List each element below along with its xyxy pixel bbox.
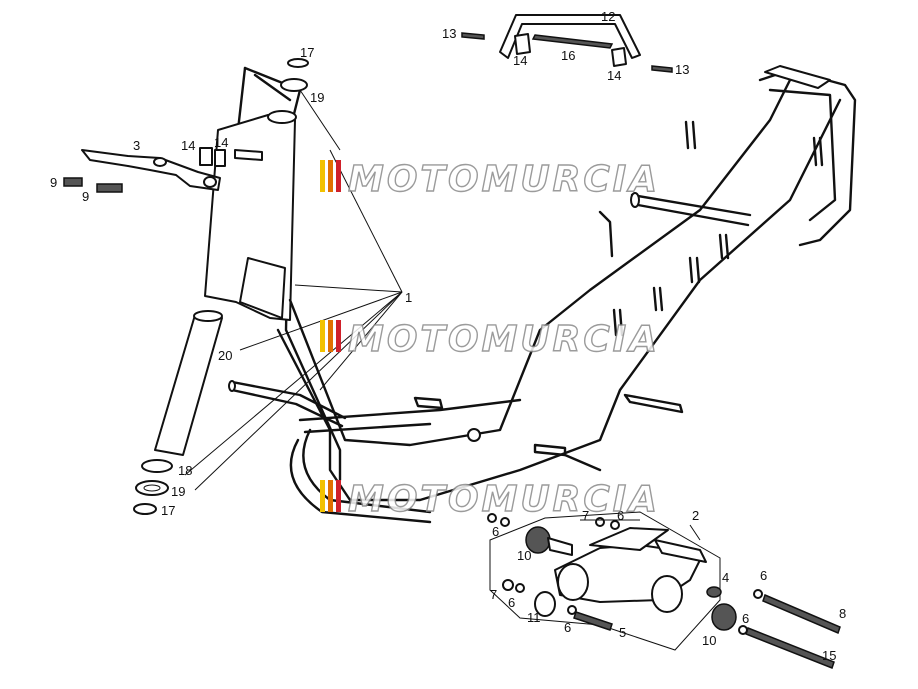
watermark-text: MOTOMURCIA bbox=[348, 159, 660, 200]
bracket-part-3 bbox=[63, 147, 263, 193]
callout-label: 5 bbox=[619, 625, 626, 640]
callout-label: 8 bbox=[839, 606, 846, 621]
watermark-3: MOTOMURCIA bbox=[320, 478, 660, 521]
watermark-text: MOTOMURCIA bbox=[348, 479, 660, 520]
callout-label: 14 bbox=[214, 135, 228, 150]
watermark-stripe bbox=[328, 320, 333, 352]
callout-label: 9 bbox=[82, 189, 89, 204]
callout-label: 12 bbox=[601, 9, 615, 24]
callout-label: 20 bbox=[218, 348, 232, 363]
callout-label: 18 bbox=[178, 463, 192, 478]
watermark-stripe bbox=[320, 320, 325, 352]
rear-grab-handle bbox=[461, 14, 673, 73]
callout-label: 16 bbox=[561, 48, 575, 63]
watermark-text: MOTOMURCIA bbox=[348, 319, 660, 360]
callout-label: 6 bbox=[742, 611, 749, 626]
callout-label: 14 bbox=[181, 138, 195, 153]
callout-label: 13 bbox=[675, 62, 689, 77]
callout-label: 6 bbox=[564, 620, 571, 635]
callout-label: 2 bbox=[692, 508, 699, 523]
watermark-stripe bbox=[336, 320, 341, 352]
callout-label: 17 bbox=[161, 503, 175, 518]
scooter-frame bbox=[204, 65, 857, 524]
callout-label: 6 bbox=[617, 508, 624, 523]
callout-label: 13 bbox=[442, 26, 456, 41]
callout-label: 7 bbox=[582, 508, 589, 523]
callout-label: 6 bbox=[760, 568, 767, 583]
callout-label: 15 bbox=[822, 648, 836, 663]
callout-label: 14 bbox=[513, 53, 527, 68]
fork-tube bbox=[133, 58, 309, 515]
watermark-stripe bbox=[328, 160, 333, 192]
callout-label: 10 bbox=[702, 633, 716, 648]
callout-label: 9 bbox=[50, 175, 57, 190]
watermark-stripe bbox=[336, 480, 341, 512]
watermark-1: MOTOMURCIA bbox=[320, 158, 660, 201]
swing-arm-assembly bbox=[487, 511, 841, 669]
callout-label: 6 bbox=[508, 595, 515, 610]
watermark-stripe bbox=[328, 480, 333, 512]
callout-labels: 12 13 13 14 14 16 17 19 3 14 14 9 9 1 20… bbox=[50, 9, 846, 663]
callout-label: 11 bbox=[527, 610, 541, 625]
callout-label: 6 bbox=[492, 524, 499, 539]
callout-label: 7 bbox=[490, 587, 497, 602]
callout-label: 17 bbox=[300, 45, 314, 60]
watermark-2: MOTOMURCIA bbox=[320, 318, 660, 361]
callout-label: 4 bbox=[722, 570, 729, 585]
watermark-stripe bbox=[320, 480, 325, 512]
callout-label: 3 bbox=[133, 138, 140, 153]
watermark-stripe bbox=[320, 160, 325, 192]
callout-label: 1 bbox=[405, 290, 412, 305]
watermark-stripe bbox=[336, 160, 341, 192]
callout-label: 19 bbox=[310, 90, 324, 105]
callout-label: 10 bbox=[517, 548, 531, 563]
callout-label: 14 bbox=[607, 68, 621, 83]
callout-label: 19 bbox=[171, 484, 185, 499]
